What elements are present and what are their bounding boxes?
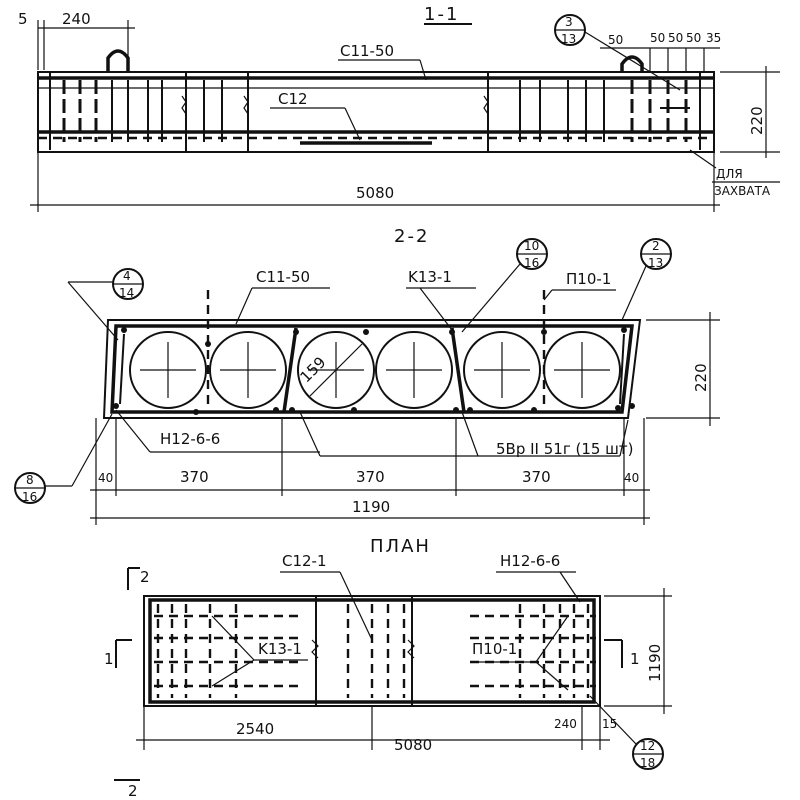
label-n12-6-6: Н12-6-6 xyxy=(160,430,220,448)
plan-view: ПЛАН 2 1 1 2 xyxy=(104,536,672,800)
mark-1-right: 1 xyxy=(630,650,640,668)
dim-50a: 50 xyxy=(608,33,623,47)
section-1-1: 1-1 5 240 xyxy=(18,4,780,212)
slab-outline-1-1 xyxy=(37,71,715,153)
dim-35: 35 xyxy=(706,31,721,45)
label-grip-line2: ЗАХВАТА xyxy=(714,184,771,198)
dim-370c: 370 xyxy=(522,468,551,486)
svg-text:3: 3 xyxy=(565,15,573,29)
stirrups-right xyxy=(487,72,701,152)
label-p10-1: П10-1 xyxy=(472,640,517,658)
dim-1190: 1190 xyxy=(646,644,664,682)
dim-line-159 xyxy=(309,343,363,397)
side-bar-left xyxy=(119,333,125,405)
label-grip-line1: ДЛЯ xyxy=(716,167,743,181)
mark-2-top: 2 xyxy=(140,568,150,586)
label-c11-50: C11-50 xyxy=(340,42,394,60)
mesh-left xyxy=(154,604,300,698)
dim-240: 240 xyxy=(554,717,577,731)
label-p10-1: П10-1 xyxy=(566,270,611,288)
c12-1-bars xyxy=(346,604,406,698)
leader-c11-50 xyxy=(419,59,427,81)
void-circles xyxy=(129,331,621,409)
svg-text:13: 13 xyxy=(561,32,576,46)
dim-40a: 40 xyxy=(98,471,113,485)
plan-cage xyxy=(148,598,596,704)
callout-8-16: 8 16 xyxy=(14,413,113,504)
callout-12-18: 12 18 xyxy=(589,695,664,770)
section-2-2: 2-2 xyxy=(14,226,720,525)
slab-cross-section xyxy=(102,319,642,419)
callout-10-16: 10 16 xyxy=(461,238,548,333)
svg-text:16: 16 xyxy=(524,256,539,270)
svg-text:16: 16 xyxy=(22,490,37,504)
label-n12-6-6: Н12-6-6 xyxy=(500,552,560,570)
dim-40b: 40 xyxy=(624,471,639,485)
break-mark xyxy=(243,95,249,115)
side-bar-right xyxy=(619,333,625,405)
label-k13-1: K13-1 xyxy=(408,268,452,286)
dim-5080: 5080 xyxy=(356,184,394,202)
dim-50d: 50 xyxy=(686,31,701,45)
dim-220: 220 xyxy=(692,363,710,392)
dim-1190: 1190 xyxy=(352,498,390,516)
label-k13-1: K13-1 xyxy=(258,640,302,658)
label-c12: C12 xyxy=(278,90,308,108)
stirrups-left xyxy=(49,72,249,152)
dim-240: 240 xyxy=(62,10,91,28)
dim-5080: 5080 xyxy=(394,736,432,754)
svg-text:4: 4 xyxy=(123,269,131,283)
svg-text:18: 18 xyxy=(640,756,655,770)
leader-c12 xyxy=(344,107,361,141)
frame-k13-1-right xyxy=(450,327,466,413)
rebar-dots xyxy=(113,327,635,415)
dim-220: 220 xyxy=(748,106,766,135)
dim-15: 15 xyxy=(602,717,617,731)
label-c11-50: C11-50 xyxy=(256,268,310,286)
dim-50c: 50 xyxy=(668,31,683,45)
plan-title: ПЛАН xyxy=(370,536,431,557)
mark-1-left: 1 xyxy=(104,650,114,668)
section-2-2-title: 2-2 xyxy=(394,226,429,247)
label-wire: 5Вр II 51г (15 шт) xyxy=(496,440,634,458)
dim-370b: 370 xyxy=(356,468,385,486)
section-1-1-title: 1-1 xyxy=(424,4,459,25)
dim-5: 5 xyxy=(18,10,28,28)
lifting-loop-left xyxy=(106,49,130,72)
callout-4-14: 4 14 xyxy=(67,268,144,341)
svg-text:12: 12 xyxy=(640,739,655,753)
mark-2-bottom: 2 xyxy=(128,782,138,800)
svg-text:10: 10 xyxy=(524,239,539,253)
break-mark xyxy=(181,95,187,115)
callout-2-13: 2 13 xyxy=(621,238,672,321)
svg-text:14: 14 xyxy=(119,286,134,300)
break-mark xyxy=(483,95,489,115)
svg-text:2: 2 xyxy=(652,239,660,253)
callout-3-13: 3 13 xyxy=(554,14,681,91)
dim-2540: 2540 xyxy=(236,720,274,738)
reinforcement-cage xyxy=(110,324,634,414)
label-c12-1: C12-1 xyxy=(282,552,327,570)
dim-370a: 370 xyxy=(180,468,209,486)
svg-text:8: 8 xyxy=(26,473,34,487)
frame-k13-1-left xyxy=(282,327,298,413)
lifting-loop-right xyxy=(620,55,644,72)
svg-text:13: 13 xyxy=(648,256,663,270)
dim-50b: 50 xyxy=(650,31,665,45)
